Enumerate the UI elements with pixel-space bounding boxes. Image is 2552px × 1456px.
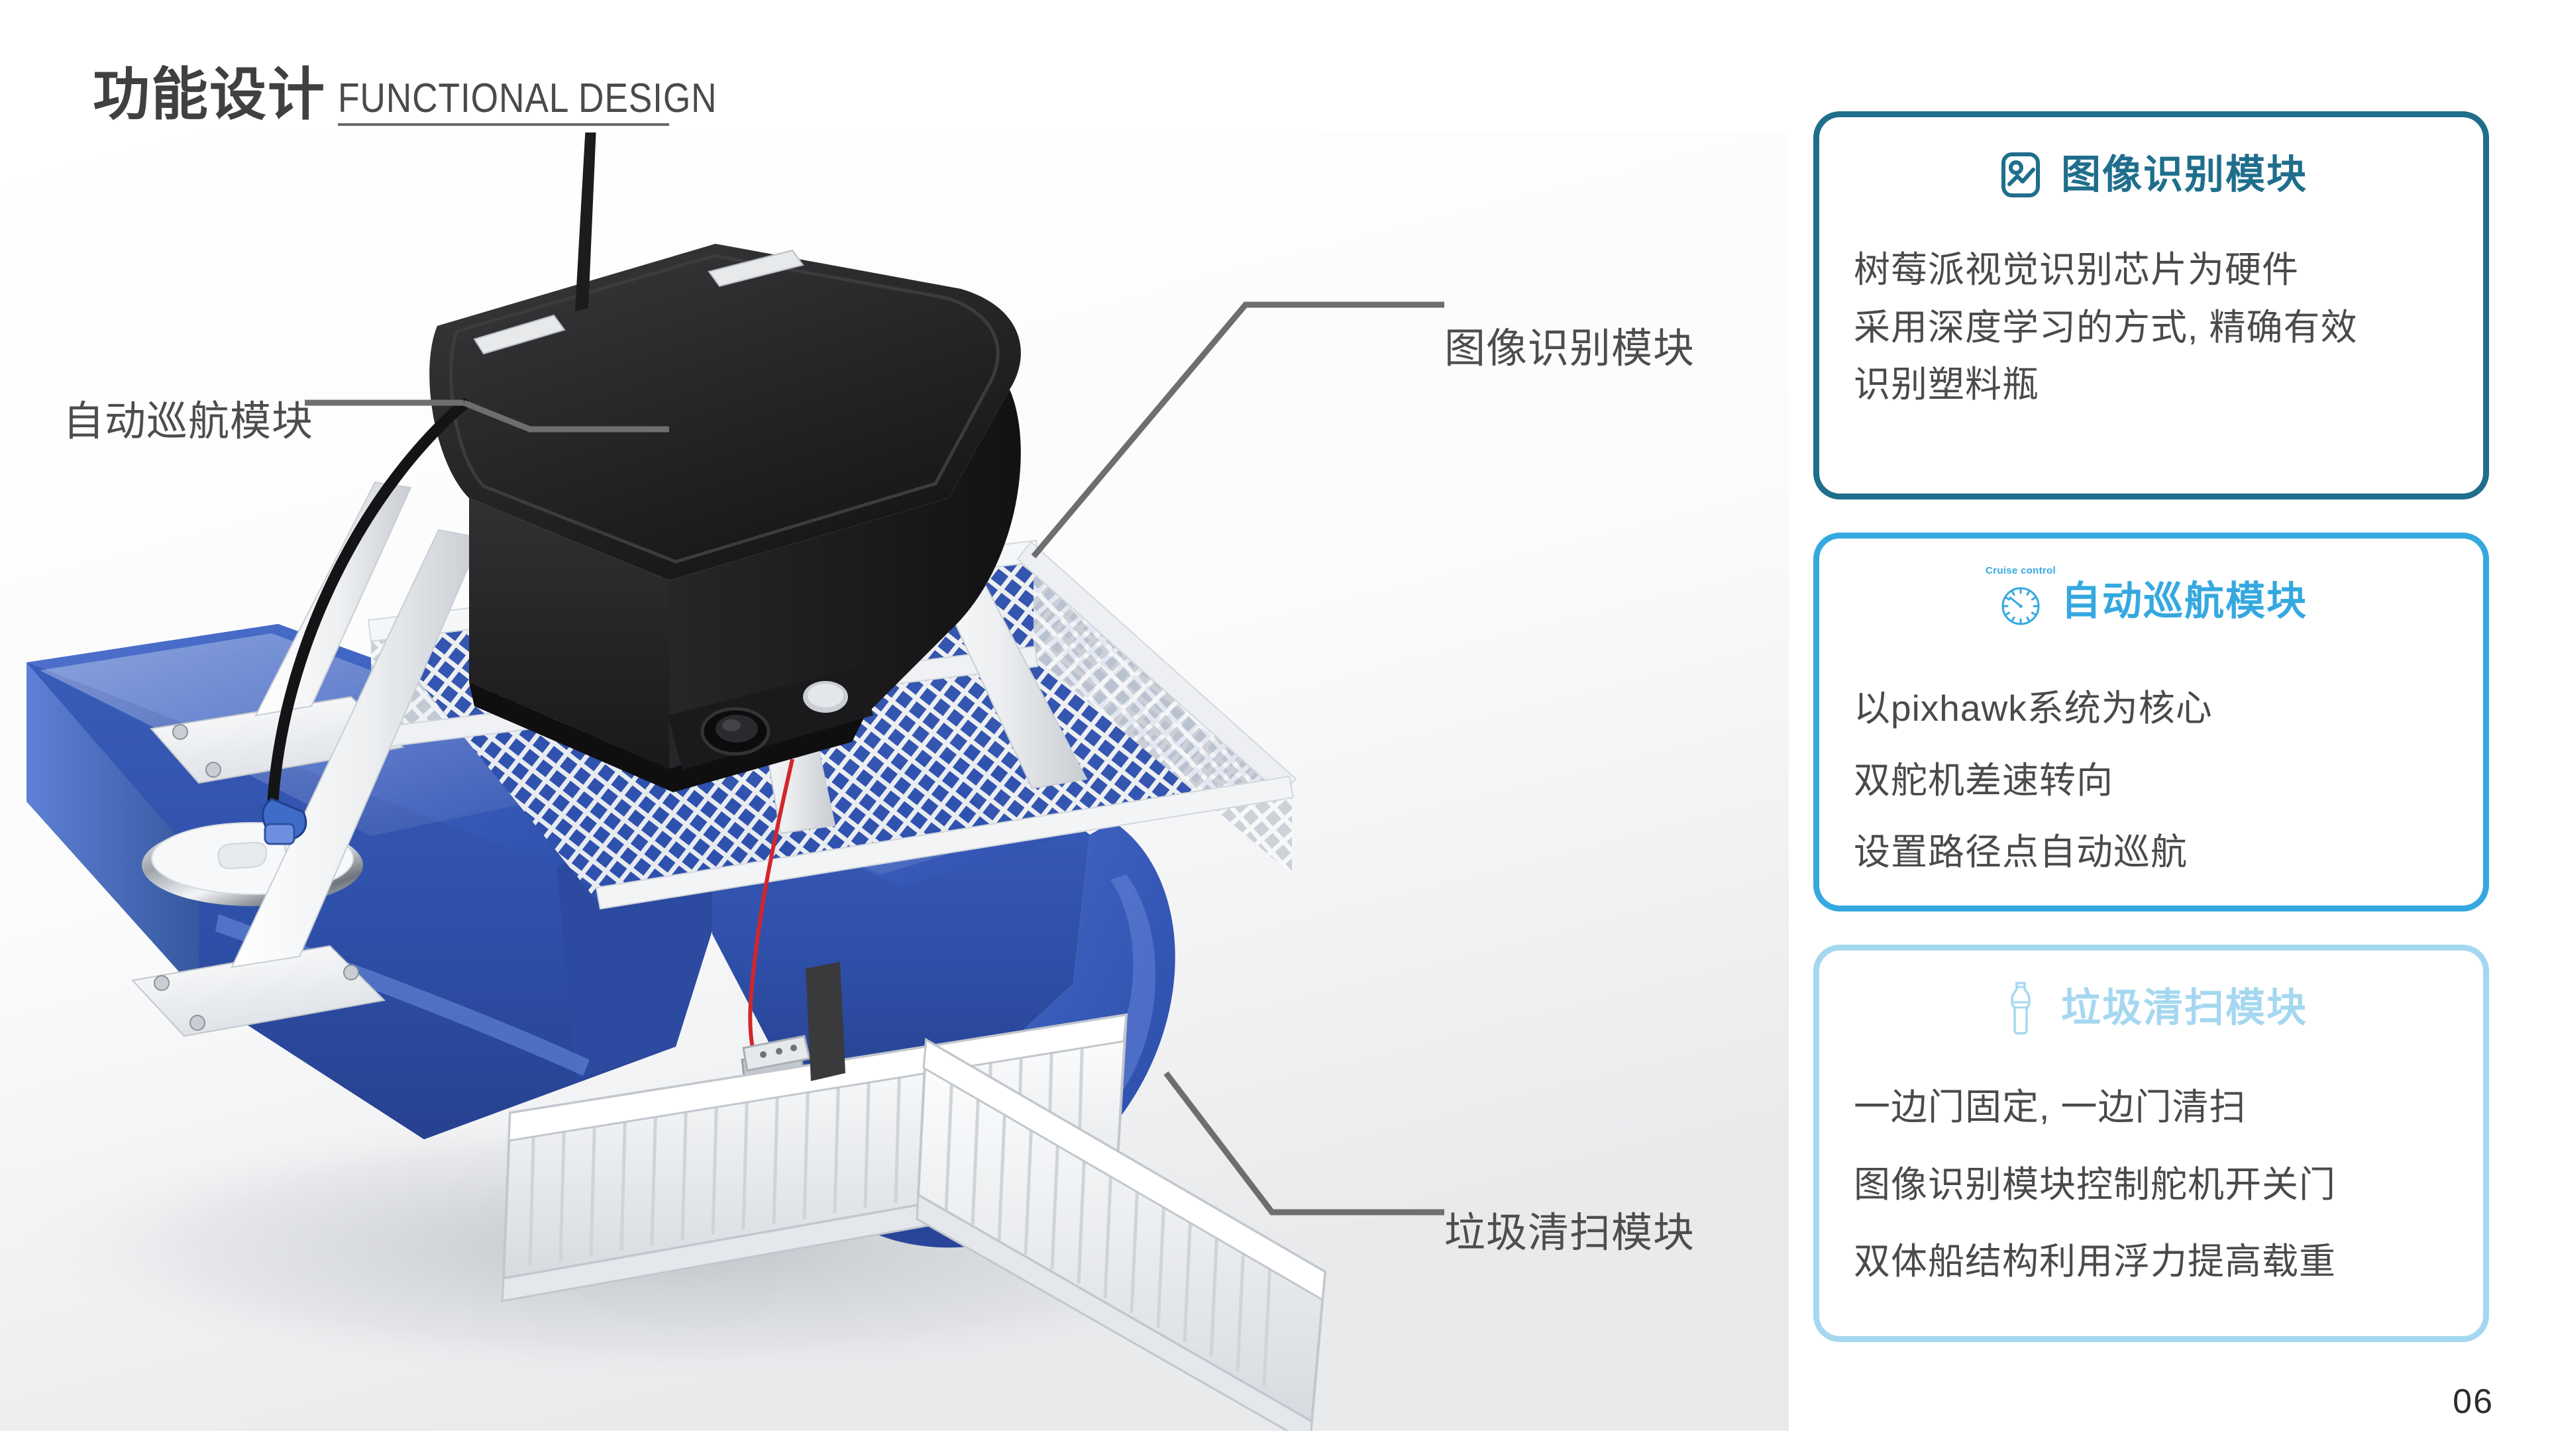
product-render-illustration bbox=[0, 132, 1789, 1431]
cruise-control-gauge-icon: Cruise control bbox=[1986, 565, 2056, 630]
callout-label-cruise: 自动巡航模块 bbox=[63, 399, 314, 444]
card-header: 垃圾清扫模块 bbox=[1854, 980, 2449, 1037]
card-title: 图像识别模块 bbox=[2061, 152, 2308, 197]
title-english-text: FUNCTIONAL DESIGN bbox=[338, 76, 718, 121]
sweeping-gate-right bbox=[916, 1037, 1327, 1431]
card-line: 一边门固定, 一边门清扫 bbox=[1854, 1086, 2247, 1127]
card-auto-cruise[interactable]: Cruise control bbox=[1813, 533, 2489, 911]
page-number: 06 bbox=[2453, 1382, 2494, 1421]
card-line: 双体船结构利用浮力提高载重 bbox=[1854, 1241, 2337, 1282]
card-line: 图像识别模块控制舵机开关门 bbox=[1854, 1163, 2337, 1205]
leader-cruise bbox=[462, 399, 603, 433]
plastic-bottle-icon bbox=[1995, 980, 2047, 1037]
callout-label-trash: 垃圾清扫模块 bbox=[1444, 1210, 1695, 1256]
icon-caption: Cruise control bbox=[1986, 565, 2056, 576]
card-title: 自动巡航模块 bbox=[2061, 579, 2308, 623]
title-english-underline bbox=[338, 123, 669, 126]
card-line: 设置路径点自动巡航 bbox=[1854, 831, 2188, 873]
callout-label-vision: 图像识别模块 bbox=[1444, 326, 1695, 372]
page-title: 功能设计 FUNCTIONAL DESIGN bbox=[93, 66, 779, 144]
image-recognition-icon bbox=[1995, 146, 2047, 203]
title-chinese: 功能设计 bbox=[93, 66, 326, 144]
control-enclosure bbox=[429, 132, 1021, 792]
card-title: 垃圾清扫模块 bbox=[2061, 986, 2308, 1030]
feature-cards-panel: 图像识别模块 树莓派视觉识别芯片为硬件 采用深度学习的方式, 精确有效 识别塑料… bbox=[1813, 111, 2489, 1375]
title-english-wrap: FUNCTIONAL DESIGN bbox=[338, 76, 779, 126]
card-line: 识别塑料瓶 bbox=[1854, 364, 2040, 405]
card-trash-sweeping[interactable]: 垃圾清扫模块 一边门固定, 一边门清扫 图像识别模块控制舵机开关门 双体船结构利… bbox=[1813, 945, 2489, 1342]
card-line: 采用深度学习的方式, 精确有效 bbox=[1854, 306, 2358, 348]
leader-trash bbox=[1163, 1071, 1444, 1216]
leader-vision bbox=[1031, 301, 1444, 558]
card-image-recognition[interactable]: 图像识别模块 树莓派视觉识别芯片为硬件 采用深度学习的方式, 精确有效 识别塑料… bbox=[1813, 111, 2489, 499]
card-body: 以pixhawk系统为核心 双舵机差速转向 设置路径点自动巡航 bbox=[1854, 684, 2449, 876]
title-chinese-text: 功能设计 bbox=[93, 63, 326, 127]
card-body: 树莓派视觉识别芯片为硬件 采用深度学习的方式, 精确有效 识别塑料瓶 bbox=[1854, 246, 2449, 409]
card-header: 图像识别模块 bbox=[1854, 146, 2449, 203]
card-line: 树莓派视觉识别芯片为硬件 bbox=[1854, 249, 2300, 290]
gate-hinge-post bbox=[806, 962, 845, 1081]
card-line: 以pixhawk系统为核心 bbox=[1854, 688, 2213, 729]
callout-leader-lines bbox=[603, 301, 1444, 1216]
card-body: 一边门固定, 一边门清扫 图像识别模块控制舵机开关门 双体船结构利用浮力提高载重 bbox=[1854, 1083, 2449, 1286]
card-header: Cruise control bbox=[1854, 565, 2449, 630]
card-line: 双舵机差速转向 bbox=[1854, 759, 2114, 801]
